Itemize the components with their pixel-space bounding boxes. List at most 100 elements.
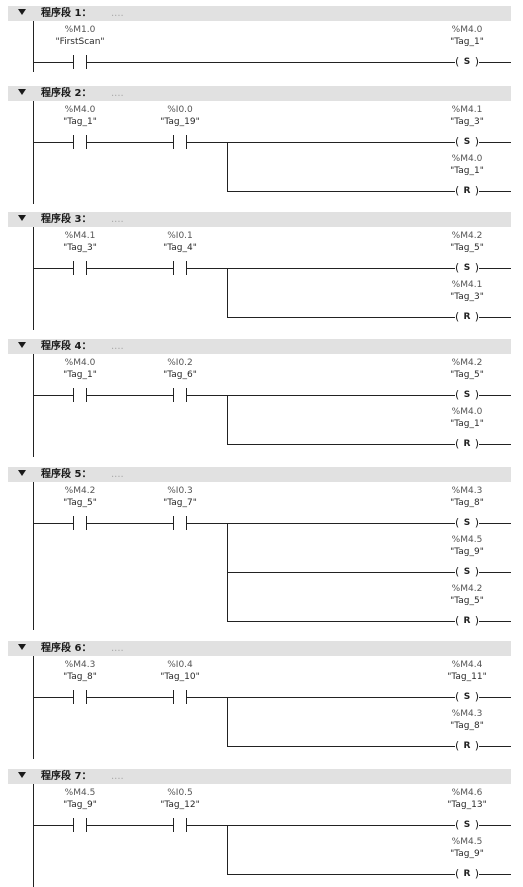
reset-coil-icon[interactable]: (R)	[455, 615, 479, 627]
network-comment[interactable]: ....	[111, 341, 124, 352]
network-comment[interactable]: ....	[111, 88, 124, 99]
power-rail	[33, 354, 34, 457]
branch-wire	[227, 572, 511, 573]
coil-type: S	[463, 567, 471, 577]
no-contact-icon[interactable]	[173, 818, 187, 832]
reset-coil-icon[interactable]: (R)	[455, 185, 479, 197]
coil-left-paren: (	[455, 516, 460, 529]
coil-type: S	[463, 390, 471, 400]
network-title: 程序段 2：	[41, 88, 92, 99]
no-contact-icon[interactable]	[73, 818, 87, 832]
coil-tag: "Tag_11"	[447, 672, 487, 682]
contact-tag: "Tag_1"	[63, 370, 97, 380]
network-title: 程序段 5：	[41, 469, 92, 480]
coil-type: S	[463, 137, 471, 147]
no-contact-icon[interactable]	[173, 135, 187, 149]
coil-address: %M4.3	[451, 709, 483, 719]
no-contact-icon[interactable]	[73, 388, 87, 402]
rung-wire	[33, 142, 511, 143]
set-coil-icon[interactable]: (S)	[455, 262, 479, 274]
coil-right-paren: )	[474, 739, 479, 752]
collapse-toggle-icon[interactable]	[18, 342, 26, 348]
set-coil-icon[interactable]: (S)	[455, 389, 479, 401]
network-comment[interactable]: ....	[111, 8, 124, 19]
network-title: 程序段 1：	[41, 8, 92, 19]
no-contact-icon[interactable]	[73, 135, 87, 149]
network-comment[interactable]: ....	[111, 214, 124, 225]
network-title: 程序段 7：	[41, 771, 92, 782]
network-header[interactable]: 程序段 4：....	[8, 339, 511, 354]
reset-coil-icon[interactable]: (R)	[455, 438, 479, 450]
contact-address: %I0.2	[167, 358, 193, 368]
coil-tag: "Tag_3"	[450, 117, 484, 127]
coil-left-paren: (	[455, 690, 460, 703]
no-contact-icon[interactable]	[173, 516, 187, 530]
set-coil-icon[interactable]: (S)	[455, 691, 479, 703]
coil-type: S	[463, 692, 471, 702]
coil-type: R	[463, 312, 471, 322]
network-7: 程序段 7：....%M4.5"Tag_9"%I0.5"Tag_12"%M4.6…	[0, 769, 523, 887]
contact-tag: "Tag_19"	[160, 117, 200, 127]
branch-line	[227, 697, 228, 747]
network-header[interactable]: 程序段 2：....	[8, 86, 511, 101]
collapse-toggle-icon[interactable]	[18, 470, 26, 476]
set-coil-icon[interactable]: (S)	[455, 56, 479, 68]
no-contact-icon[interactable]	[173, 388, 187, 402]
no-contact-icon[interactable]	[73, 261, 87, 275]
no-contact-icon[interactable]	[173, 261, 187, 275]
contact-tag: "Tag_7"	[163, 498, 197, 508]
no-contact-icon[interactable]	[73, 55, 87, 69]
coil-right-paren: )	[474, 135, 479, 148]
coil-right-paren: )	[474, 437, 479, 450]
collapse-toggle-icon[interactable]	[18, 772, 26, 778]
coil-tag: "Tag_5"	[450, 370, 484, 380]
coil-left-paren: (	[455, 135, 460, 148]
set-coil-icon[interactable]: (S)	[455, 566, 479, 578]
network-header[interactable]: 程序段 7：....	[8, 769, 511, 784]
set-coil-icon[interactable]: (S)	[455, 517, 479, 529]
network-title: 程序段 4：	[41, 341, 92, 352]
power-rail	[33, 482, 34, 630]
contact-address: %M4.0	[64, 105, 96, 115]
collapse-toggle-icon[interactable]	[18, 9, 26, 15]
collapse-toggle-icon[interactable]	[18, 644, 26, 650]
network-3: 程序段 3：....%M4.1"Tag_3"%I0.1"Tag_4"%M4.2"…	[0, 212, 523, 330]
no-contact-icon[interactable]	[73, 516, 87, 530]
network-header[interactable]: 程序段 6：....	[8, 641, 511, 656]
network-comment[interactable]: ....	[111, 643, 124, 654]
coil-type: R	[463, 439, 471, 449]
branch-line	[227, 395, 228, 445]
contact-tag: "Tag_9"	[63, 800, 97, 810]
network-comment[interactable]: ....	[111, 771, 124, 782]
set-coil-icon[interactable]: (S)	[455, 136, 479, 148]
coil-tag: "Tag_9"	[450, 849, 484, 859]
network-header[interactable]: 程序段 5：....	[8, 467, 511, 482]
network-header[interactable]: 程序段 1：....	[8, 6, 511, 21]
reset-coil-icon[interactable]: (R)	[455, 311, 479, 323]
collapse-toggle-icon[interactable]	[18, 215, 26, 221]
rung-wire	[33, 395, 511, 396]
branch-wire	[227, 746, 511, 747]
contact-address: %I0.4	[167, 660, 193, 670]
coil-tag: "Tag_5"	[450, 596, 484, 606]
rung-wire	[33, 268, 511, 269]
coil-right-paren: )	[474, 614, 479, 627]
coil-address: %M4.0	[451, 154, 483, 164]
collapse-toggle-icon[interactable]	[18, 89, 26, 95]
network-comment[interactable]: ....	[111, 469, 124, 480]
no-contact-icon[interactable]	[173, 690, 187, 704]
coil-address: %M4.1	[451, 105, 483, 115]
coil-left-paren: (	[455, 818, 460, 831]
set-coil-icon[interactable]: (S)	[455, 819, 479, 831]
no-contact-icon[interactable]	[73, 690, 87, 704]
coil-right-paren: )	[474, 184, 479, 197]
coil-type: R	[463, 186, 471, 196]
reset-coil-icon[interactable]: (R)	[455, 740, 479, 752]
network-header[interactable]: 程序段 3：....	[8, 212, 511, 227]
contact-address: %I0.5	[167, 788, 193, 798]
coil-tag: "Tag_1"	[450, 37, 484, 47]
network-4: 程序段 4：....%M4.0"Tag_1"%I0.2"Tag_6"%M4.2"…	[0, 339, 523, 457]
reset-coil-icon[interactable]: (R)	[455, 868, 479, 880]
coil-left-paren: (	[455, 388, 460, 401]
power-rail	[33, 656, 34, 759]
